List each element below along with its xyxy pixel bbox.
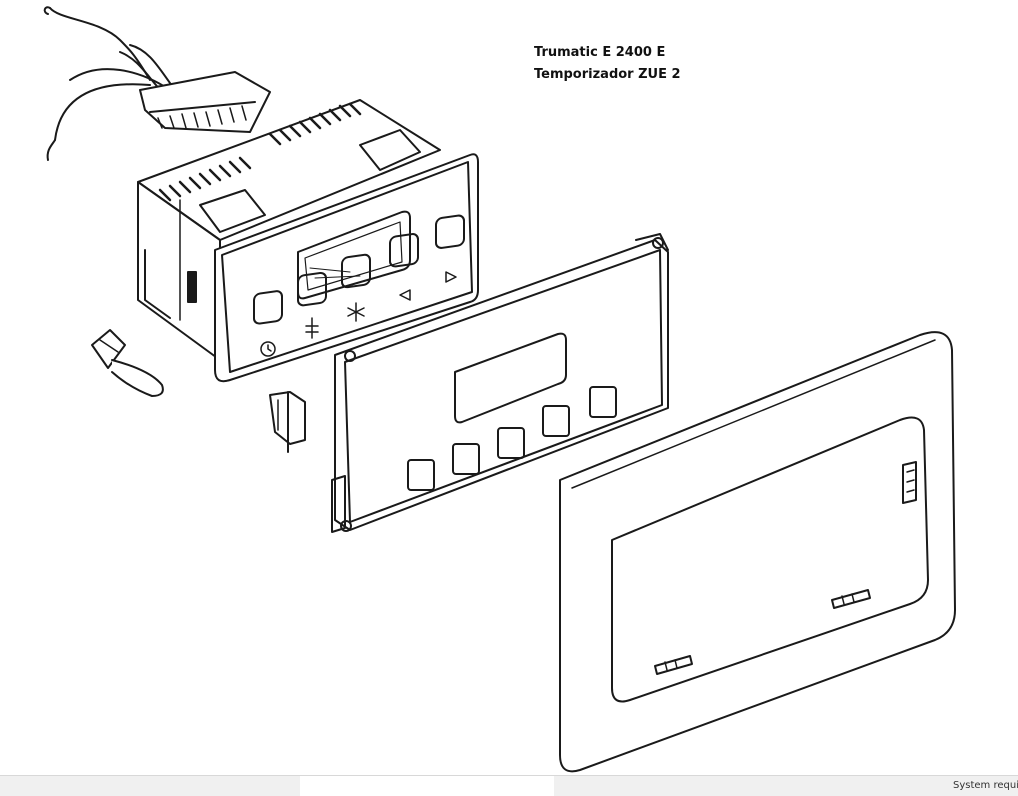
clock-button-icon	[253, 290, 283, 325]
snowflake-button-icon	[341, 253, 371, 289]
right-arrow-button-icon	[435, 214, 465, 249]
status-bar-blank-segment	[300, 776, 554, 796]
timer-main-unit	[137, 99, 479, 383]
bulb	[91, 329, 164, 397]
caption-model: Trumatic E 2400 E	[534, 45, 666, 60]
heat-button-icon	[297, 271, 327, 307]
middle-panel	[331, 233, 669, 533]
caption-part: Temporizador ZUE 2	[534, 67, 681, 82]
status-bar-text: System requi	[953, 780, 1018, 791]
left-arrow-button-icon	[389, 233, 419, 268]
exploded-view-drawing	[43, 6, 956, 773]
diagram-caption: Trumatic E 2400 E Temporizador ZUE 2	[534, 42, 681, 86]
front-frame	[559, 331, 956, 773]
status-bar: System requi	[0, 775, 1018, 796]
clip	[269, 391, 306, 453]
cable-connector	[43, 6, 271, 161]
